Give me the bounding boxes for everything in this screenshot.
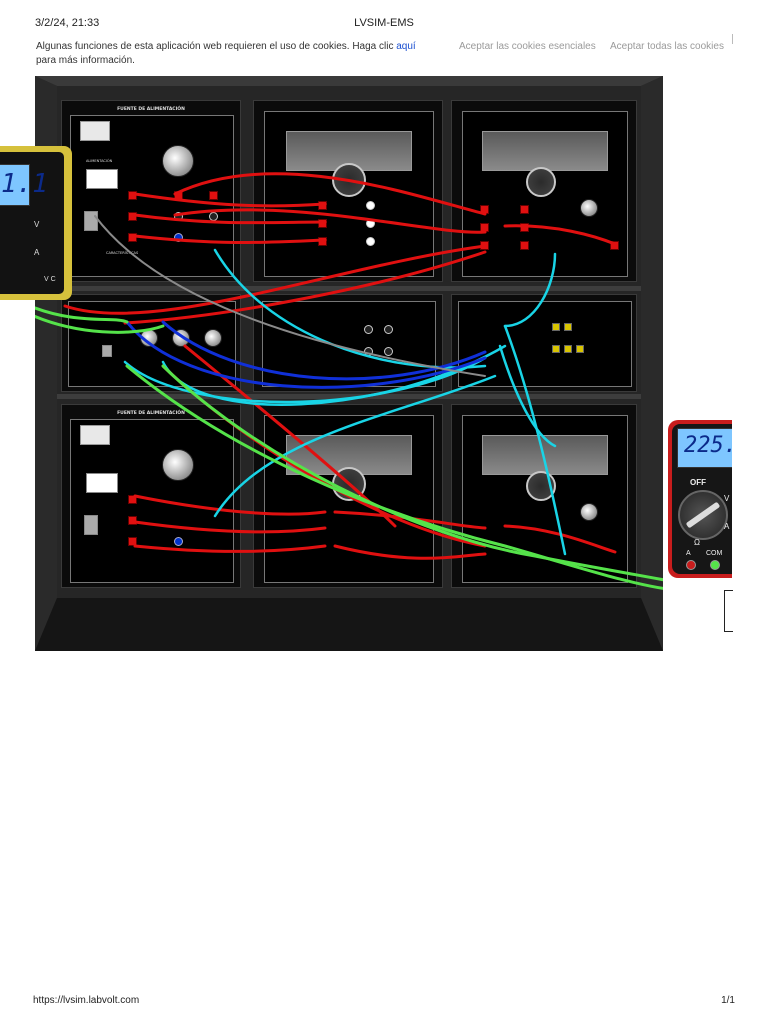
- terminal-phase-3[interactable]: [128, 537, 137, 546]
- multimeter-v-label: V: [34, 220, 40, 229]
- cookie-more-info-link[interactable]: aquí: [396, 41, 416, 52]
- multimeter-display: 225.: [677, 428, 737, 468]
- multimeter-vc-label: V C: [44, 276, 56, 283]
- print-footer-url: https://lvsim.labvolt.com: [33, 995, 140, 1006]
- cyan-wires: [123, 248, 567, 556]
- print-page-title: LVSIM-EMS: [354, 17, 414, 29]
- multimeter-range-dial[interactable]: [678, 490, 728, 540]
- daq-analog-input[interactable]: [564, 345, 572, 353]
- cookie-banner-text: Algunas funciones de esta aplicación web…: [36, 40, 436, 68]
- voltmeter-gauge: [80, 121, 110, 141]
- module-faceplate: [70, 419, 234, 583]
- multimeter-ohm-label: Ω: [694, 538, 700, 547]
- jack-com-label: COM: [706, 550, 723, 557]
- module-faceplate: [262, 301, 436, 387]
- cookie-text-after: para más información.: [36, 55, 135, 66]
- connection-wires[interactable]: [35, 76, 663, 651]
- accept-essential-cookies-button[interactable]: Aceptar las cookies esenciales: [459, 41, 596, 52]
- terminal-phase-1[interactable]: [128, 495, 137, 504]
- multimeter-display: 1.1: [0, 164, 48, 206]
- caracteristicas-label: CARACTERÍSTICAS: [106, 251, 139, 255]
- sync-switch[interactable]: [102, 345, 112, 357]
- multimeter-reading: 1.1: [1, 169, 48, 199]
- blue-wires: [125, 320, 487, 389]
- multimeter-off-label: OFF: [690, 478, 706, 487]
- voltage-control-knob[interactable]: [162, 449, 194, 481]
- multimeter-reading: 225.: [684, 433, 737, 458]
- motor-terminal-6[interactable]: [366, 237, 375, 246]
- jack-com-input[interactable]: [710, 560, 720, 570]
- daq-analog-input[interactable]: [564, 323, 572, 331]
- module-synchronous-machine-bottom[interactable]: MOTOR / ALTERNADOR SINCRÓNICO: [451, 404, 637, 588]
- module-data-acquisition-interface[interactable]: INTERFAZ DE ADQUISICIÓN DE DATOS Y DE CO…: [451, 294, 637, 392]
- machine-shaft-view: [526, 471, 556, 501]
- multimeter-a-label: A: [724, 522, 730, 531]
- terminal-phase-2[interactable]: [128, 516, 137, 525]
- daq-analog-input[interactable]: [552, 323, 560, 331]
- transformer-terminal[interactable]: [384, 347, 393, 356]
- jack-a-label: A: [686, 550, 691, 557]
- stator-terminal-4[interactable]: [520, 205, 529, 214]
- print-timestamp: 3/2/24, 21:33: [35, 17, 100, 29]
- module-faceplate: [458, 301, 632, 387]
- voltage-control-knob[interactable]: [162, 145, 194, 177]
- multimeter-v-label: V: [724, 494, 730, 503]
- cookie-text-before: Algunas funciones de esta aplicación web…: [36, 41, 397, 52]
- green-wires: [35, 306, 663, 590]
- daq-analog-input[interactable]: [576, 345, 584, 353]
- gray-wires: [94, 215, 486, 377]
- right-multimeter[interactable]: 225. OFF V A Ω A COM: [668, 420, 737, 578]
- module-title: FUENTE DE ALIMENTACIÓN: [117, 107, 185, 112]
- sync-lamp-3: [204, 329, 222, 347]
- terminal-dc-2[interactable]: [174, 537, 183, 546]
- field-rheostat-knob[interactable]: [580, 199, 598, 217]
- module-title: FUENTE DE ALIMENTACIÓN: [117, 411, 185, 416]
- accept-all-cookies-button[interactable]: Aceptar todas las cookies: [610, 41, 724, 52]
- alimentacion-label: ALIMENTACIÓN: [86, 159, 113, 163]
- banner-divider: [732, 34, 733, 44]
- multimeter-a-label: A: [34, 248, 40, 257]
- print-page-number: 1/1: [721, 995, 735, 1006]
- module-power-supply-bottom[interactable]: FUENTE DE ALIMENTACIÓN: [61, 404, 241, 588]
- transformer-terminal[interactable]: [384, 325, 393, 334]
- lvsim-workbench[interactable]: FUENTE DE ALIMENTACIÓN ALIMENTACIÓN CARA…: [35, 76, 663, 651]
- supply-switch-bank[interactable]: [86, 169, 118, 189]
- stator-terminal-6[interactable]: [520, 241, 529, 250]
- transformer-terminal[interactable]: [364, 325, 373, 334]
- machine-shaft-view: [526, 167, 556, 197]
- rotor-terminal-2[interactable]: [610, 241, 619, 250]
- terminal-dc-var-1[interactable]: [209, 191, 218, 200]
- module-squirrel-cage-motor-top[interactable]: MOTOR JAULA DE ARDILLA DE CUATRO POLOS: [253, 100, 443, 282]
- field-rheostat-knob[interactable]: [580, 503, 598, 521]
- supply-switch-bank[interactable]: [86, 473, 118, 493]
- motor-terminal-4[interactable]: [366, 201, 375, 210]
- red-wires: [63, 172, 617, 560]
- module-three-phase-transformer-bank[interactable]: BANCO TRIFÁSICO DE TRANSFORMADORES: [253, 294, 443, 392]
- voltmeter-gauge: [80, 425, 110, 445]
- offscreen-panel-edge: [724, 590, 733, 632]
- jack-a-input[interactable]: [686, 560, 696, 570]
- main-power-switch[interactable]: [84, 515, 98, 535]
- daq-analog-input[interactable]: [552, 345, 560, 353]
- left-multimeter[interactable]: 1.1 V A V C: [0, 146, 72, 300]
